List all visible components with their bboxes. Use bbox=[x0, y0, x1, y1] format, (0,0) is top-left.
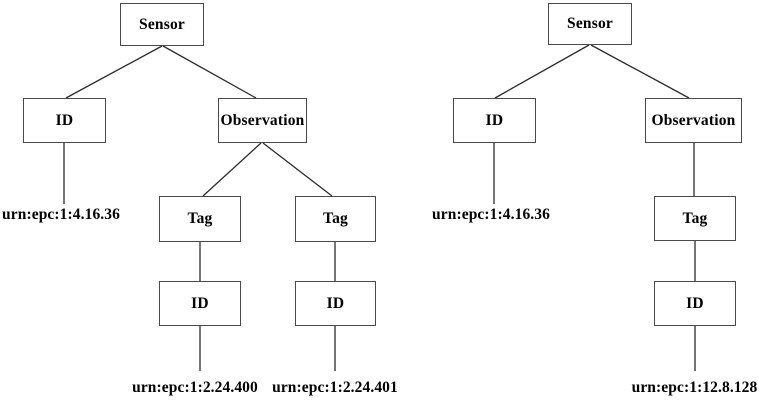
leaf-id-value-right: urn:epc:1:4.16.36 bbox=[432, 206, 550, 223]
node-tag2-id-left: ID bbox=[295, 281, 376, 326]
node-observation-left: Observation bbox=[218, 98, 307, 143]
node-sensor-left: Sensor bbox=[120, 3, 204, 46]
edge-left-observation-to-tag2 bbox=[262, 142, 333, 197]
edge-left-sensor-to-observation bbox=[162, 45, 257, 99]
node-id-left: ID bbox=[23, 98, 106, 143]
edge-left-observation-to-tag1 bbox=[202, 142, 262, 197]
node-tag-right: Tag bbox=[654, 196, 736, 241]
node-observation-right: Observation bbox=[645, 98, 742, 143]
leaf-tag1-id-value-left: urn:epc:1:2.24.400 bbox=[132, 379, 258, 396]
leaf-id-value-left: urn:epc:1:4.16.36 bbox=[2, 206, 120, 223]
node-tag1-left: Tag bbox=[159, 196, 241, 242]
leaf-tag-id-value-right: urn:epc:1:12.8.128 bbox=[631, 379, 758, 396]
edge-left-sensor-to-id bbox=[65, 45, 163, 99]
node-tag-id-right: ID bbox=[654, 281, 736, 326]
node-tag2-left: Tag bbox=[295, 196, 376, 242]
node-sensor-right: Sensor bbox=[548, 3, 632, 45]
leaf-tag2-id-value-left: urn:epc:1:2.24.401 bbox=[272, 379, 398, 396]
edge-right-sensor-to-id bbox=[494, 44, 590, 99]
node-tag1-id-left: ID bbox=[159, 281, 241, 326]
edge-right-sensor-to-observation bbox=[590, 44, 690, 99]
node-id-right: ID bbox=[453, 98, 536, 143]
